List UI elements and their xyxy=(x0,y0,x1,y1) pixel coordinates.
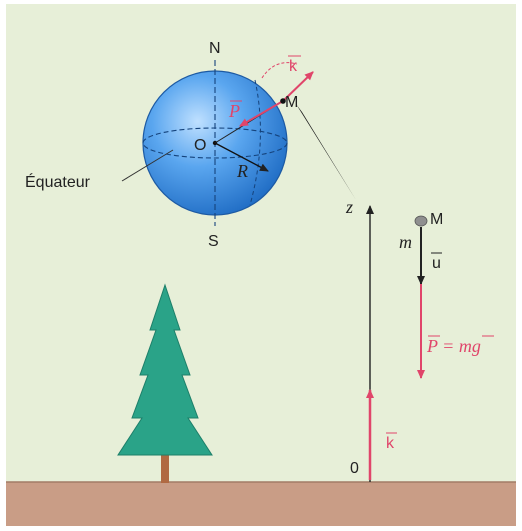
south-label: S xyxy=(208,233,219,250)
earth-globe xyxy=(121,60,356,226)
radius-arrow xyxy=(214,142,269,172)
radius-label: R xyxy=(236,161,248,181)
origin-label: 0 xyxy=(350,460,359,477)
center-label: O xyxy=(194,137,206,154)
equator-label: Équateur xyxy=(25,172,91,191)
mass-label: m xyxy=(399,232,412,252)
weight-equation: P = mg xyxy=(426,336,481,356)
u-vector-label: u xyxy=(432,255,441,272)
k-vector-label: k xyxy=(386,435,395,452)
point-mass xyxy=(414,215,428,227)
point-m-globe xyxy=(280,98,286,104)
tree-foliage xyxy=(117,283,213,456)
weight-vector-globe xyxy=(239,100,284,127)
k-dashed-arc xyxy=(261,62,298,79)
p-globe-label: P xyxy=(228,101,240,121)
ground xyxy=(6,482,516,526)
z-axis-label: z xyxy=(345,197,353,217)
fir-tree xyxy=(117,283,213,483)
k-globe-label: k xyxy=(289,58,298,75)
point-m-globe-label: M xyxy=(285,94,298,111)
tree-trunk xyxy=(161,454,169,483)
north-label: N xyxy=(209,40,221,57)
equator-leader xyxy=(121,149,174,182)
zoom-wedge xyxy=(296,104,356,200)
point-m-label: M xyxy=(430,211,443,228)
k-vector-globe xyxy=(282,71,314,102)
